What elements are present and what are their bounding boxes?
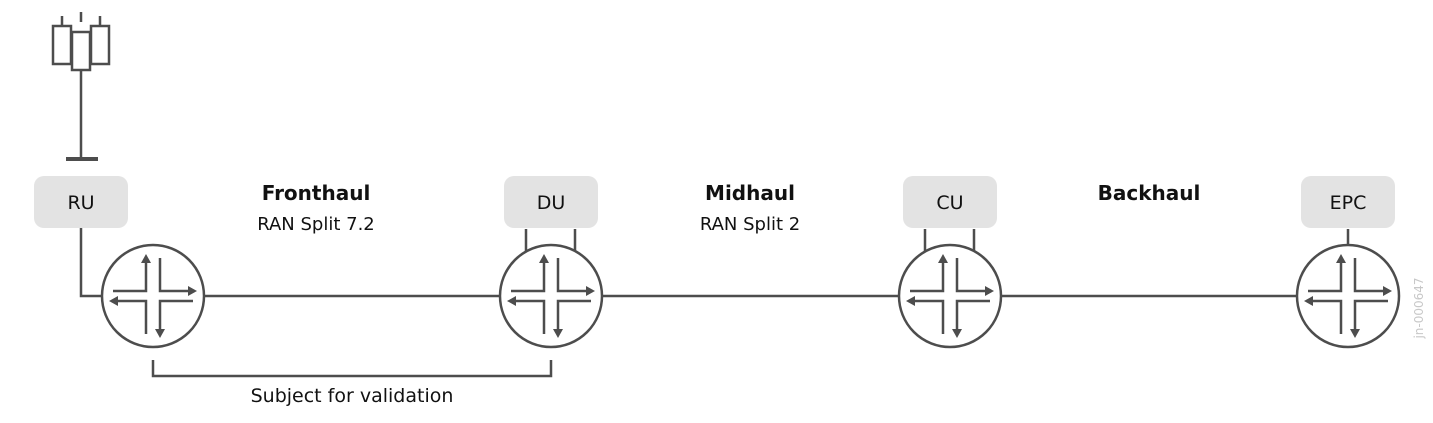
du-node: DU: [504, 176, 598, 228]
connection-lines: [79, 228, 1350, 298]
validation-label: Subject for validation: [251, 385, 454, 407]
router-icon-ru: [100, 243, 206, 349]
validation-bracket: [151, 360, 553, 378]
cell-tower-icon: [51, 12, 111, 161]
doc-id: jn-000647: [1412, 277, 1426, 339]
ru-to-router-link: [79, 228, 102, 298]
router-icon-du: [498, 243, 604, 349]
cu-label: CU: [936, 192, 963, 214]
epc-node: EPC: [1301, 176, 1395, 228]
ru-box: [34, 176, 128, 228]
ru-node: RU: [34, 176, 128, 228]
router-icon-epc: [1295, 243, 1401, 349]
router-icon-cu: [897, 243, 1003, 349]
fronthaul-title: Fronthaul: [262, 181, 371, 205]
fronthaul-subtitle: RAN Split 7.2: [257, 214, 375, 235]
backhaul-title: Backhaul: [1098, 181, 1201, 205]
epc-label: EPC: [1330, 192, 1367, 214]
midhaul-subtitle: RAN Split 2: [700, 214, 800, 235]
du-box: [504, 176, 598, 228]
du-label: DU: [537, 192, 566, 214]
cu-box: [903, 176, 997, 228]
cu-node: CU: [903, 176, 997, 228]
epc-box: [1301, 176, 1395, 228]
ru-label: RU: [67, 192, 94, 214]
midhaul-title: Midhaul: [705, 181, 795, 205]
